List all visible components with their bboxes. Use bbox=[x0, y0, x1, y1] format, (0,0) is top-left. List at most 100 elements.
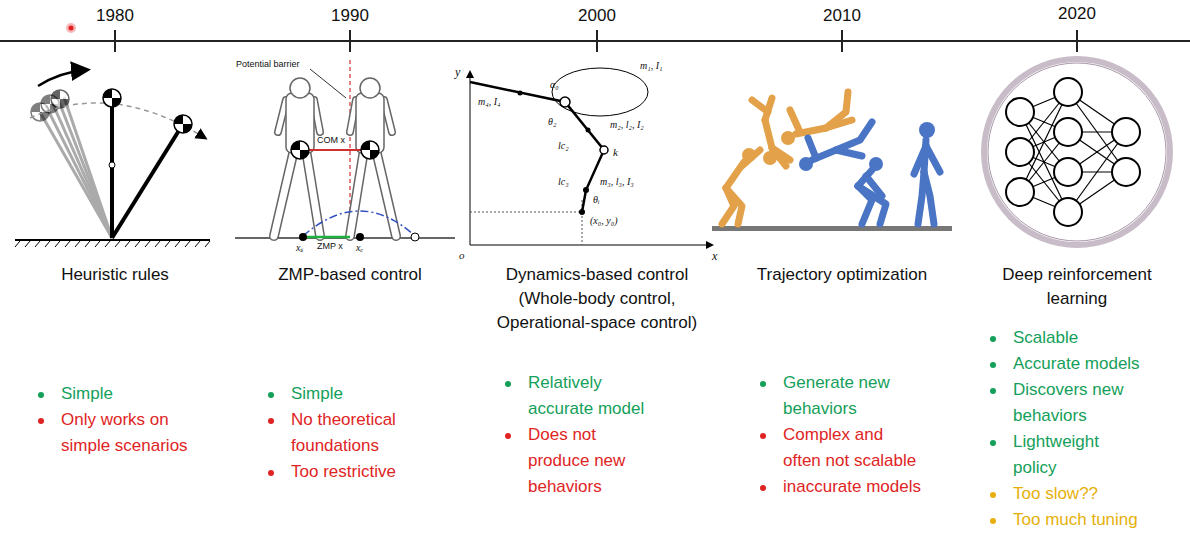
figure-label-slot: m₁, I₁ bbox=[640, 60, 663, 71]
year-slot: 2020 bbox=[1037, 2, 1117, 26]
figure-label: lc₂ bbox=[558, 140, 569, 151]
pros-cons-text: Does not produce new behaviors bbox=[528, 422, 660, 500]
figure-label-slot: x bbox=[712, 250, 717, 263]
figure-label: lc₃ bbox=[558, 176, 569, 187]
figure-label: k bbox=[613, 146, 618, 158]
pros-cons-text: Scalable bbox=[1013, 325, 1078, 351]
bullet-dot bbox=[990, 492, 996, 498]
title-slot: Heuristic rules bbox=[15, 263, 215, 287]
bullet-dot bbox=[990, 440, 996, 446]
figure-label: ZMP x bbox=[317, 241, 343, 251]
pros-cons-text: Generate new behaviors bbox=[783, 370, 923, 422]
figure-label-slot: α₀ bbox=[550, 79, 559, 90]
bullet-dot bbox=[760, 433, 766, 439]
method-title: Deep reinforcement learning bbox=[1002, 265, 1151, 308]
bullet-dot bbox=[990, 388, 996, 394]
pros-cons-text: Lightweight policy bbox=[1013, 429, 1123, 481]
figure-label: COM x bbox=[317, 135, 345, 145]
pros-cons-item: inaccurate models bbox=[760, 474, 923, 500]
pros-cons-item: Simple bbox=[268, 381, 431, 407]
figure-label-slot: θᵢ bbox=[593, 194, 600, 205]
method-title: Trajectory optimization bbox=[757, 265, 927, 284]
pros-cons-text: Relatively accurate model bbox=[528, 370, 660, 422]
pros-cons-text: Simple bbox=[61, 381, 113, 407]
pros-cons-item: Too much tuning bbox=[990, 507, 1140, 533]
pros-cons-text: Discovers new behaviors bbox=[1013, 377, 1138, 429]
pros-cons-text: Accurate models bbox=[1013, 351, 1140, 377]
year-label: 2000 bbox=[578, 6, 616, 25]
year-label: 1980 bbox=[96, 6, 134, 25]
figure-label-slot: ZMP x bbox=[317, 242, 343, 252]
method-title: ZMP-based control bbox=[278, 265, 422, 284]
pros-cons-item: No theoretical foundations bbox=[268, 407, 431, 459]
pros-cons-item: Too slow?? bbox=[990, 481, 1140, 507]
pros-cons-list: Generate new behaviorsComplex and often … bbox=[760, 370, 923, 500]
figure-label: xₑ bbox=[356, 242, 363, 253]
figure-label-slot: (x₀, y₀) bbox=[590, 215, 618, 226]
pros-cons-item: Relatively accurate model bbox=[505, 370, 660, 422]
figure-label: m₂, l₂, I₂ bbox=[610, 119, 644, 130]
pros-cons-item: Lightweight policy bbox=[990, 429, 1140, 481]
pros-cons-text: Simple bbox=[291, 381, 343, 407]
pros-cons-text: No theoretical foundations bbox=[291, 407, 431, 459]
figure-label-slot: lc₃ bbox=[558, 176, 569, 187]
pros-cons-item: Scalable bbox=[990, 325, 1140, 351]
figure-label-slot: m₃, l₃, I₃ bbox=[600, 176, 634, 187]
figure-label: θ₂ bbox=[548, 116, 556, 127]
title-slot: Dynamics-based control (Whole-body contr… bbox=[477, 263, 717, 335]
figure-label: θᵢ bbox=[593, 194, 600, 205]
figure-label: m₁, I₁ bbox=[640, 60, 663, 71]
figure-label: α₀ bbox=[550, 79, 559, 90]
bullet-dot bbox=[990, 362, 996, 368]
pros-cons-text: Too much tuning bbox=[1013, 507, 1138, 533]
pros-cons-item: Simple bbox=[38, 381, 211, 407]
year-slot: 2000 bbox=[557, 4, 637, 28]
pros-cons-text: Only works on simple scenarios bbox=[61, 407, 211, 459]
figure-label: y bbox=[455, 65, 460, 79]
year-label: 1990 bbox=[331, 6, 369, 25]
figure-label-slot: xₑ bbox=[356, 242, 363, 253]
pros-cons-item: Generate new behaviors bbox=[760, 370, 923, 422]
year-slot: 2010 bbox=[802, 4, 882, 28]
bullet-dot bbox=[990, 336, 996, 342]
figure-label: Potential barrier bbox=[236, 59, 300, 69]
bullet-dot bbox=[990, 518, 996, 524]
year-label: 2010 bbox=[823, 6, 861, 25]
bullet-dot bbox=[268, 392, 274, 398]
bullet-dot bbox=[760, 381, 766, 387]
figure-label-slot: xₛ bbox=[296, 242, 303, 253]
pros-cons-item: Complex and often not scalable bbox=[760, 422, 923, 474]
bullet-dot bbox=[760, 485, 766, 491]
pros-cons-item: Discovers new behaviors bbox=[990, 377, 1140, 429]
bullet-dot bbox=[505, 433, 511, 439]
pros-cons-item: Does not produce new behaviors bbox=[505, 422, 660, 500]
title-slot: ZMP-based control bbox=[250, 263, 450, 287]
bullet-dot bbox=[268, 418, 274, 424]
figure-label: (x₀, y₀) bbox=[590, 215, 618, 226]
figure-label: o bbox=[459, 249, 465, 261]
bullet-dot bbox=[38, 392, 44, 398]
year-slot: 1980 bbox=[75, 4, 155, 28]
figure-label: xₛ bbox=[296, 242, 303, 253]
method-title: Dynamics-based control (Whole-body contr… bbox=[497, 265, 697, 332]
pros-cons-text: inaccurate models bbox=[783, 474, 921, 500]
pros-cons-list: SimpleNo theoretical foundationsToo rest… bbox=[268, 381, 431, 485]
figure-label: x bbox=[712, 249, 717, 263]
figure-label-slot: Potential barrier bbox=[236, 60, 300, 70]
bullet-dot bbox=[505, 381, 511, 387]
bullet-dot bbox=[38, 418, 44, 424]
year-slot: 1990 bbox=[310, 4, 390, 28]
pros-cons-list: SimpleOnly works on simple scenarios bbox=[38, 381, 211, 459]
year-label: 2020 bbox=[1058, 4, 1096, 23]
pros-cons-item: Too restrictive bbox=[268, 459, 431, 485]
pros-cons-item: Only works on simple scenarios bbox=[38, 407, 211, 459]
figure-label-slot: k bbox=[613, 146, 618, 158]
figure-label: m₄, I₄ bbox=[478, 96, 501, 107]
pros-cons-list: Relatively accurate modelDoes not produc… bbox=[505, 370, 660, 500]
figure-label-slot: o bbox=[459, 249, 465, 261]
pros-cons-text: Too restrictive bbox=[291, 459, 396, 485]
pros-cons-text: Too slow?? bbox=[1013, 481, 1098, 507]
method-title: Heuristic rules bbox=[61, 265, 169, 284]
pros-cons-item: Accurate models bbox=[990, 351, 1140, 377]
pros-cons-list: ScalableAccurate modelsDiscovers new beh… bbox=[990, 325, 1140, 533]
